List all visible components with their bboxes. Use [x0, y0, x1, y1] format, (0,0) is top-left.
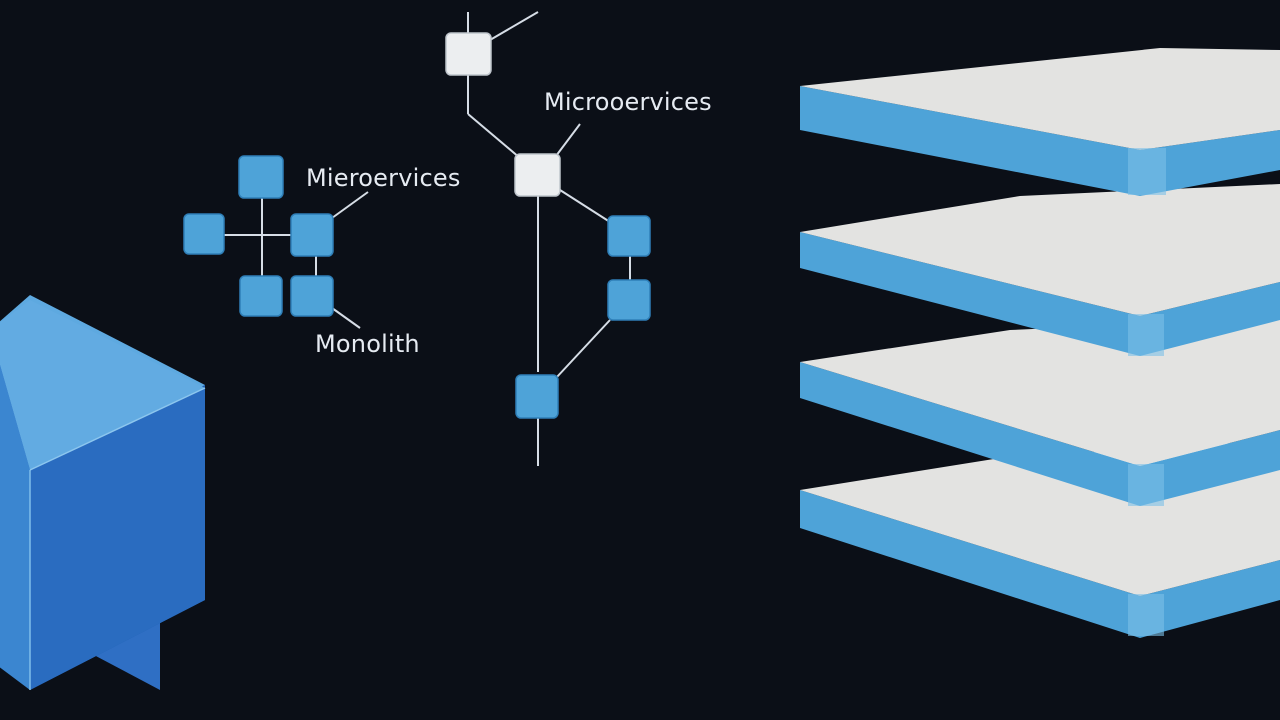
service-node: [607, 215, 651, 257]
service-node: [290, 213, 334, 257]
label-microservices-top: Microoervices: [544, 88, 712, 116]
service-node: [607, 279, 651, 321]
stack-layer: [800, 48, 1280, 196]
middle-chain-nodes: [445, 32, 651, 419]
label-microservices-left: Mieroervices: [306, 164, 461, 192]
monolith-cube-icon: [0, 295, 206, 690]
service-node: [239, 275, 283, 317]
middle-chain-connectors: [467, 11, 631, 466]
left-cluster-connectors: [205, 191, 369, 329]
stack-layer: [800, 184, 1280, 356]
service-node: [238, 155, 284, 199]
service-node: [183, 213, 225, 255]
gateway-node: [445, 32, 492, 76]
gateway-node: [514, 153, 561, 197]
service-node: [515, 374, 559, 419]
label-monolith: Monolith: [315, 330, 420, 358]
layered-stack-icon: [800, 48, 1280, 638]
service-node: [290, 275, 334, 317]
left-cluster-nodes: [183, 155, 334, 317]
